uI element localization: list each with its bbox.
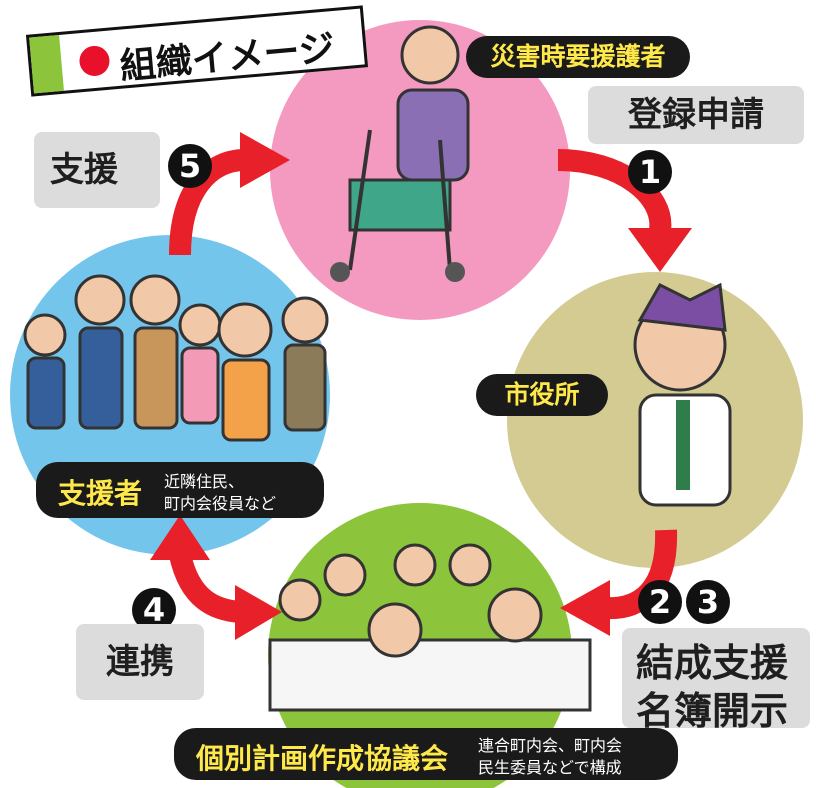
step-5-label: 支援 (34, 132, 160, 208)
step-4-label: 連携 (76, 624, 204, 700)
council-note-line-2: 民生委員などで構成 (478, 758, 622, 777)
step-2-3-label-line-1: 結成支援 (636, 641, 789, 685)
city-staff-illustration (633, 282, 732, 507)
step-3-badge: 3 (686, 580, 730, 624)
person-label: 災害時要援護者 (466, 36, 690, 78)
supporters-note-line-2: 町内会役員など (164, 494, 277, 513)
arrow-step-4 (150, 515, 282, 640)
supporters-illustration (23, 274, 329, 442)
step-2-3-label: 結成支援 名簿開示 (622, 628, 810, 733)
step-2-badge: 2 (638, 580, 682, 624)
arrow-step-1 (557, 149, 692, 272)
council-illustration (268, 543, 592, 712)
step-5-badge: 5 (168, 144, 212, 188)
supporters-label: 支援者 近隣住民、 町内会役員など (36, 462, 324, 518)
elderly-person-illustration (330, 25, 470, 282)
supporters-title: 支援者 (58, 477, 143, 510)
city-hall-label: 市役所 (476, 374, 608, 416)
step-2-3-label-line-2: 名簿開示 (636, 689, 789, 733)
step-1-label: 登録申請 (588, 86, 804, 144)
title-dot-icon (78, 44, 111, 78)
step-1-badge: 1 (628, 150, 672, 194)
supporters-note-line-1: 近隣住民、 (164, 472, 245, 491)
council-title: 個別計画作成協議会 (196, 742, 449, 775)
council-note-line-1: 連合町内会、町内会 (478, 736, 623, 755)
council-label: 個別計画作成協議会 連合町内会、町内会 民生委員などで構成 (174, 728, 678, 780)
title-accent-bar (29, 34, 64, 94)
